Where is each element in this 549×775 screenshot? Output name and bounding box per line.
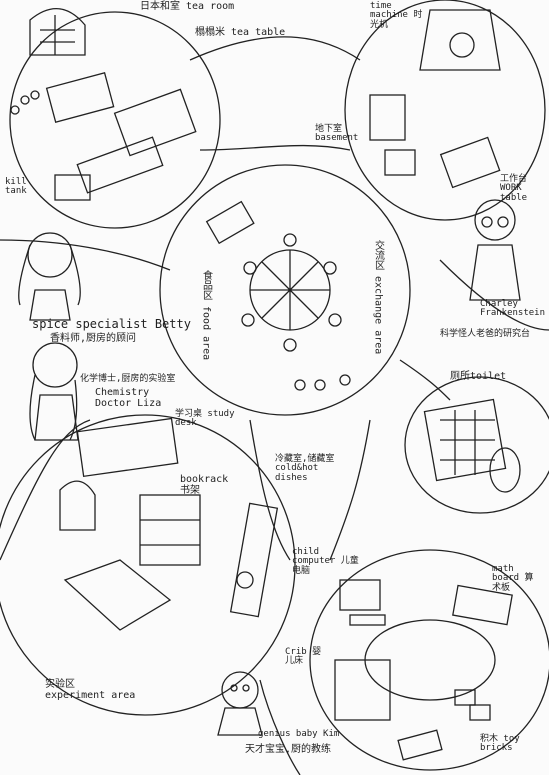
label-liza: Chemistry Doctor Liza	[95, 387, 162, 409]
charley-figure	[469, 199, 521, 301]
toilet-circle	[404, 376, 549, 514]
label-basement: 地下室 basement	[315, 124, 359, 144]
label-toilet: 厕所toilet	[450, 371, 507, 382]
chair	[59, 480, 96, 531]
connector-right	[439, 259, 549, 331]
betty-figure	[18, 232, 81, 321]
checker-floor	[423, 398, 507, 482]
label-math-board: math board 算术板	[492, 564, 534, 593]
label-baby-kim: genius baby Kim	[258, 729, 340, 739]
study-desk	[76, 417, 179, 478]
nursery-circle	[309, 549, 549, 771]
baby-kim-figure	[217, 671, 263, 736]
tea-room-circle	[9, 11, 221, 229]
tea-table	[45, 72, 115, 123]
time-machine	[419, 9, 501, 71]
label-crib: Crib 婴儿床	[285, 647, 322, 667]
window	[29, 7, 86, 56]
crib	[334, 659, 391, 721]
connector-right2	[399, 359, 451, 401]
experiment-circle	[0, 414, 296, 716]
connector-bottom	[259, 679, 301, 775]
label-experiment: 实验区 experiment area	[45, 679, 136, 701]
connector-mid2	[329, 419, 371, 561]
label-time-machine: time machine 时光机	[370, 1, 423, 30]
label-betty: spice specialist Betty	[32, 317, 191, 331]
child-computer	[339, 579, 381, 611]
connector-outer	[0, 239, 171, 271]
label-child-computer: child computer 儿童电脑	[292, 547, 359, 576]
connector-top2	[199, 144, 351, 151]
connector-top	[189, 36, 361, 61]
label-charley-cn: 科学怪人老爸的研究台	[440, 329, 531, 339]
label-betty-cn: 香料师,厨房的顾问	[50, 333, 137, 344]
label-toy-bricks: 积木 toy bricks	[480, 734, 520, 754]
label-tea-room: 日本和室 tea room	[140, 1, 235, 12]
exchange-circle	[159, 164, 411, 416]
label-cold-hot: 冷藏室,储藏室 cold&hot dishes	[275, 454, 335, 483]
time-machine-circle	[344, 0, 546, 221]
label-exchange-area: 交流区 exchange area	[372, 240, 384, 355]
label-bookrack: bookrack 书架	[180, 474, 229, 496]
label-food-area: 食品区 food area	[200, 270, 212, 361]
label-study-desk: 学习桌 study desk	[175, 409, 235, 429]
bookrack	[139, 494, 201, 566]
label-tea-table: 榻榻米 tea table	[195, 27, 286, 38]
connector-left	[0, 419, 91, 561]
liza-figure	[29, 342, 79, 441]
label-tank: kill tank	[5, 177, 27, 197]
math-board	[452, 584, 513, 626]
label-work-table: 工作台 WORK table	[500, 174, 528, 203]
label-liza-cn: 化学博士,厨房的实验室	[80, 374, 176, 384]
kill-tank	[54, 174, 91, 201]
label-charley: Charley Frankenstein	[480, 299, 546, 319]
connector-mid	[249, 419, 291, 561]
work-table	[439, 136, 501, 189]
label-baby-kim-cn: 天才宝宝,厨的教练	[245, 744, 332, 755]
